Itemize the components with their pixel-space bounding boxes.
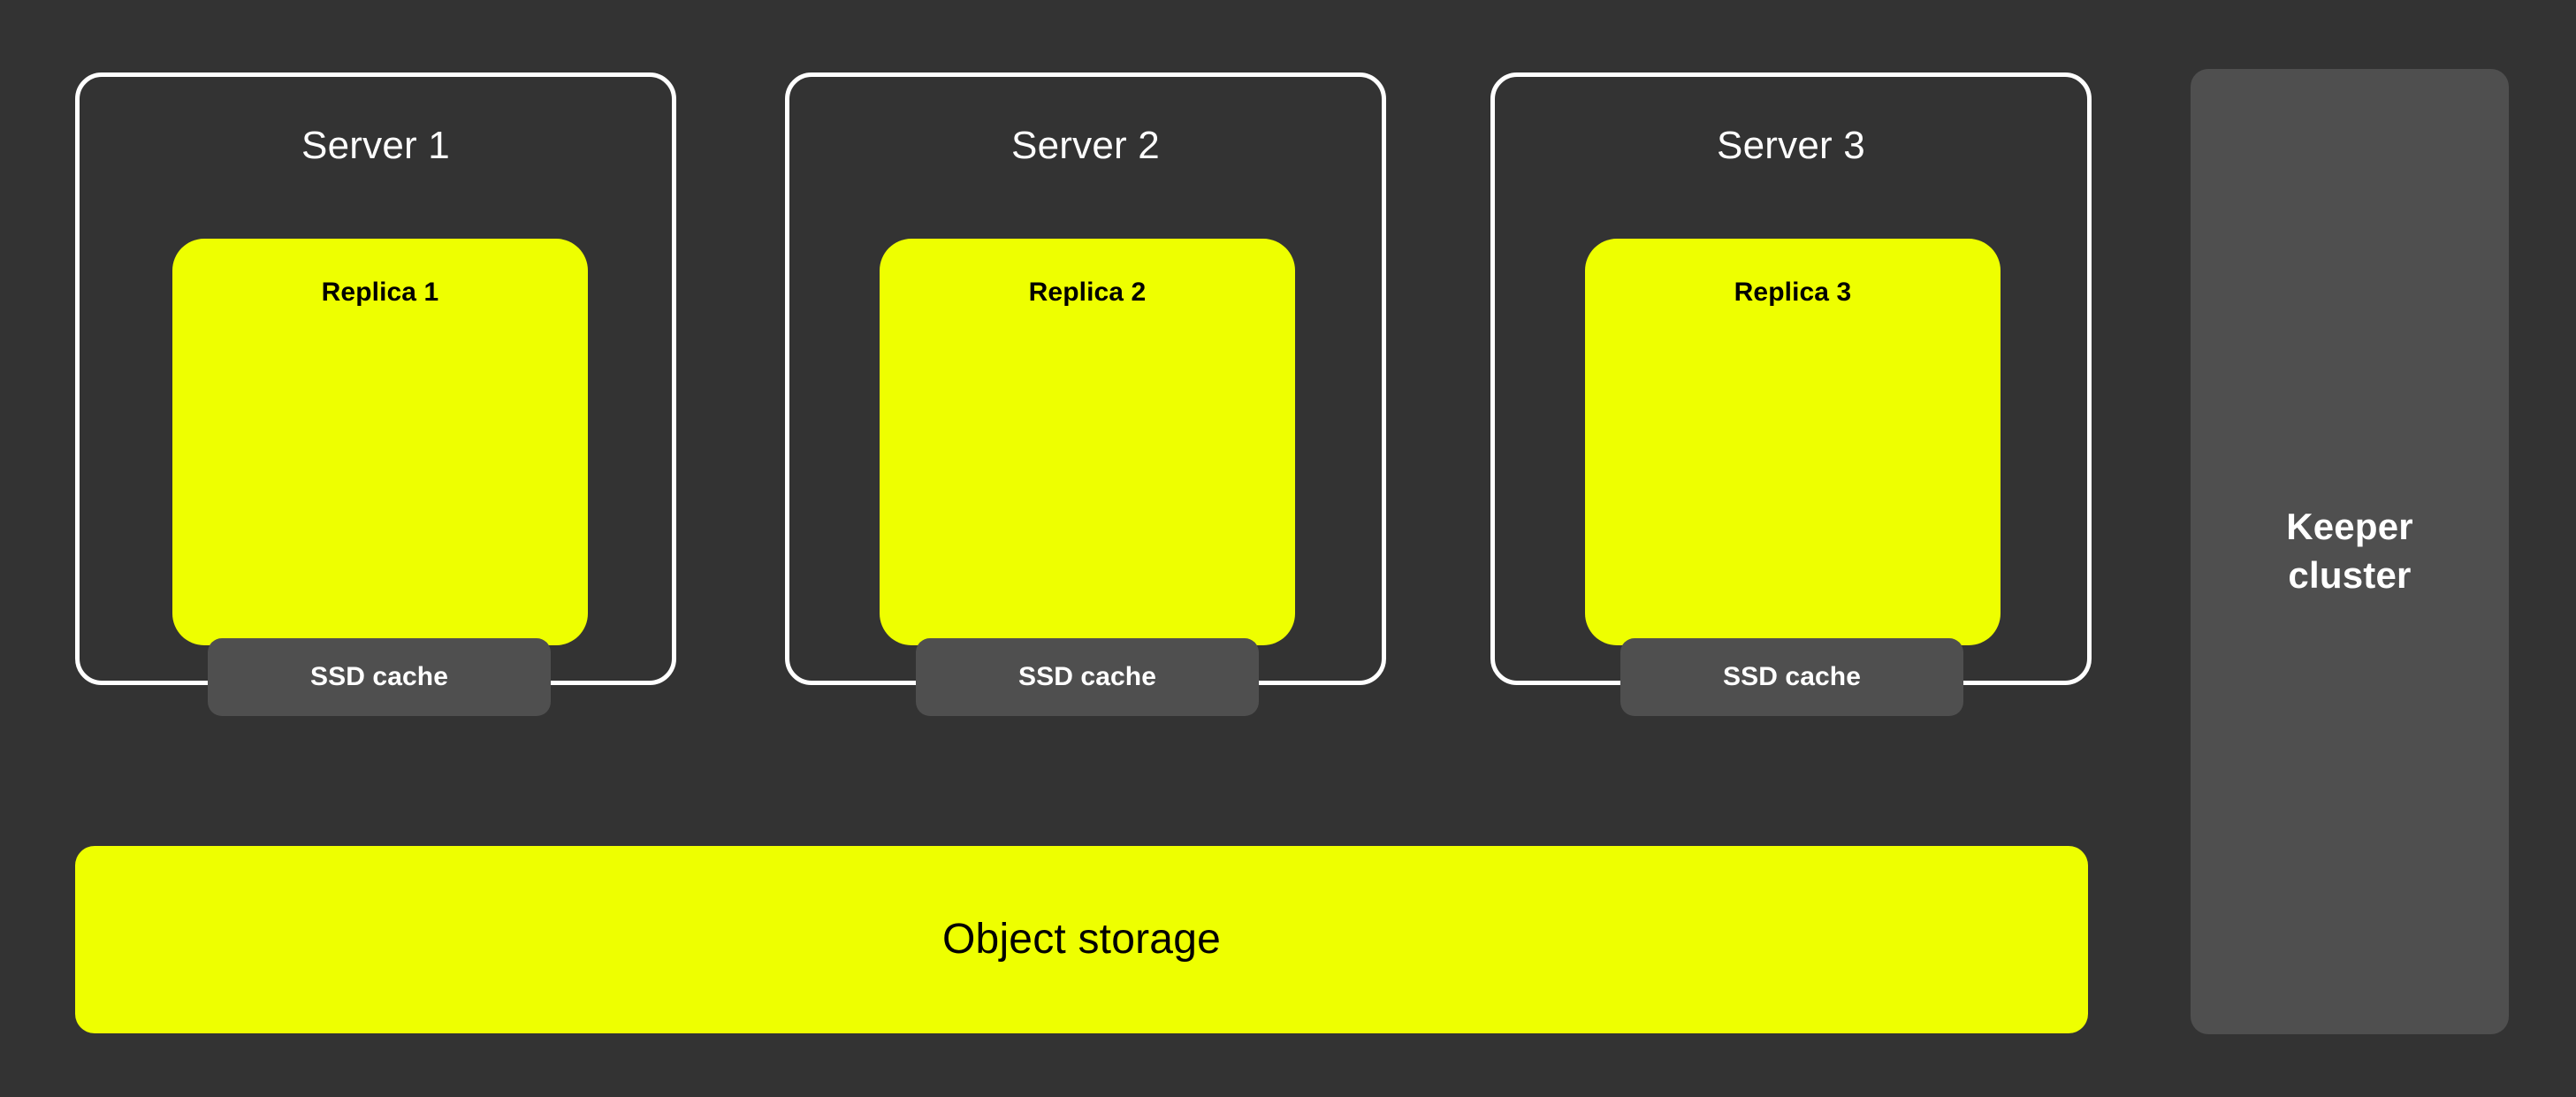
keeper-cluster-panel: Keeper cluster [2191, 69, 2509, 1034]
ssd-cache-chip-1: SSD cache [208, 638, 551, 716]
object-storage-bar: Object storage [75, 846, 2088, 1033]
replica-box-3: Replica 3 [1585, 239, 2001, 645]
replica-label-2: Replica 2 [1028, 278, 1147, 307]
ssd-cache-label-3: SSD cache [1723, 662, 1861, 691]
ssd-cache-chip-2: SSD cache [916, 638, 1259, 716]
keeper-cluster-label-line1: Keeper [2286, 506, 2413, 548]
server-title-3: Server 3 [1717, 124, 1865, 167]
replica-box-2: Replica 2 [880, 239, 1295, 645]
server-title-2: Server 2 [1011, 124, 1160, 167]
ssd-cache-label-1: SSD cache [310, 662, 448, 691]
server-title-1: Server 1 [301, 124, 450, 167]
object-storage-label: Object storage [942, 916, 1221, 963]
replica-label-3: Replica 3 [1734, 278, 1852, 307]
replica-box-1: Replica 1 [172, 239, 588, 645]
keeper-cluster-label: Keeper cluster [2286, 503, 2413, 599]
ssd-cache-label-2: SSD cache [1018, 662, 1156, 691]
keeper-cluster-label-line2: cluster [2288, 554, 2412, 596]
replica-label-1: Replica 1 [321, 278, 439, 307]
ssd-cache-chip-3: SSD cache [1620, 638, 1963, 716]
